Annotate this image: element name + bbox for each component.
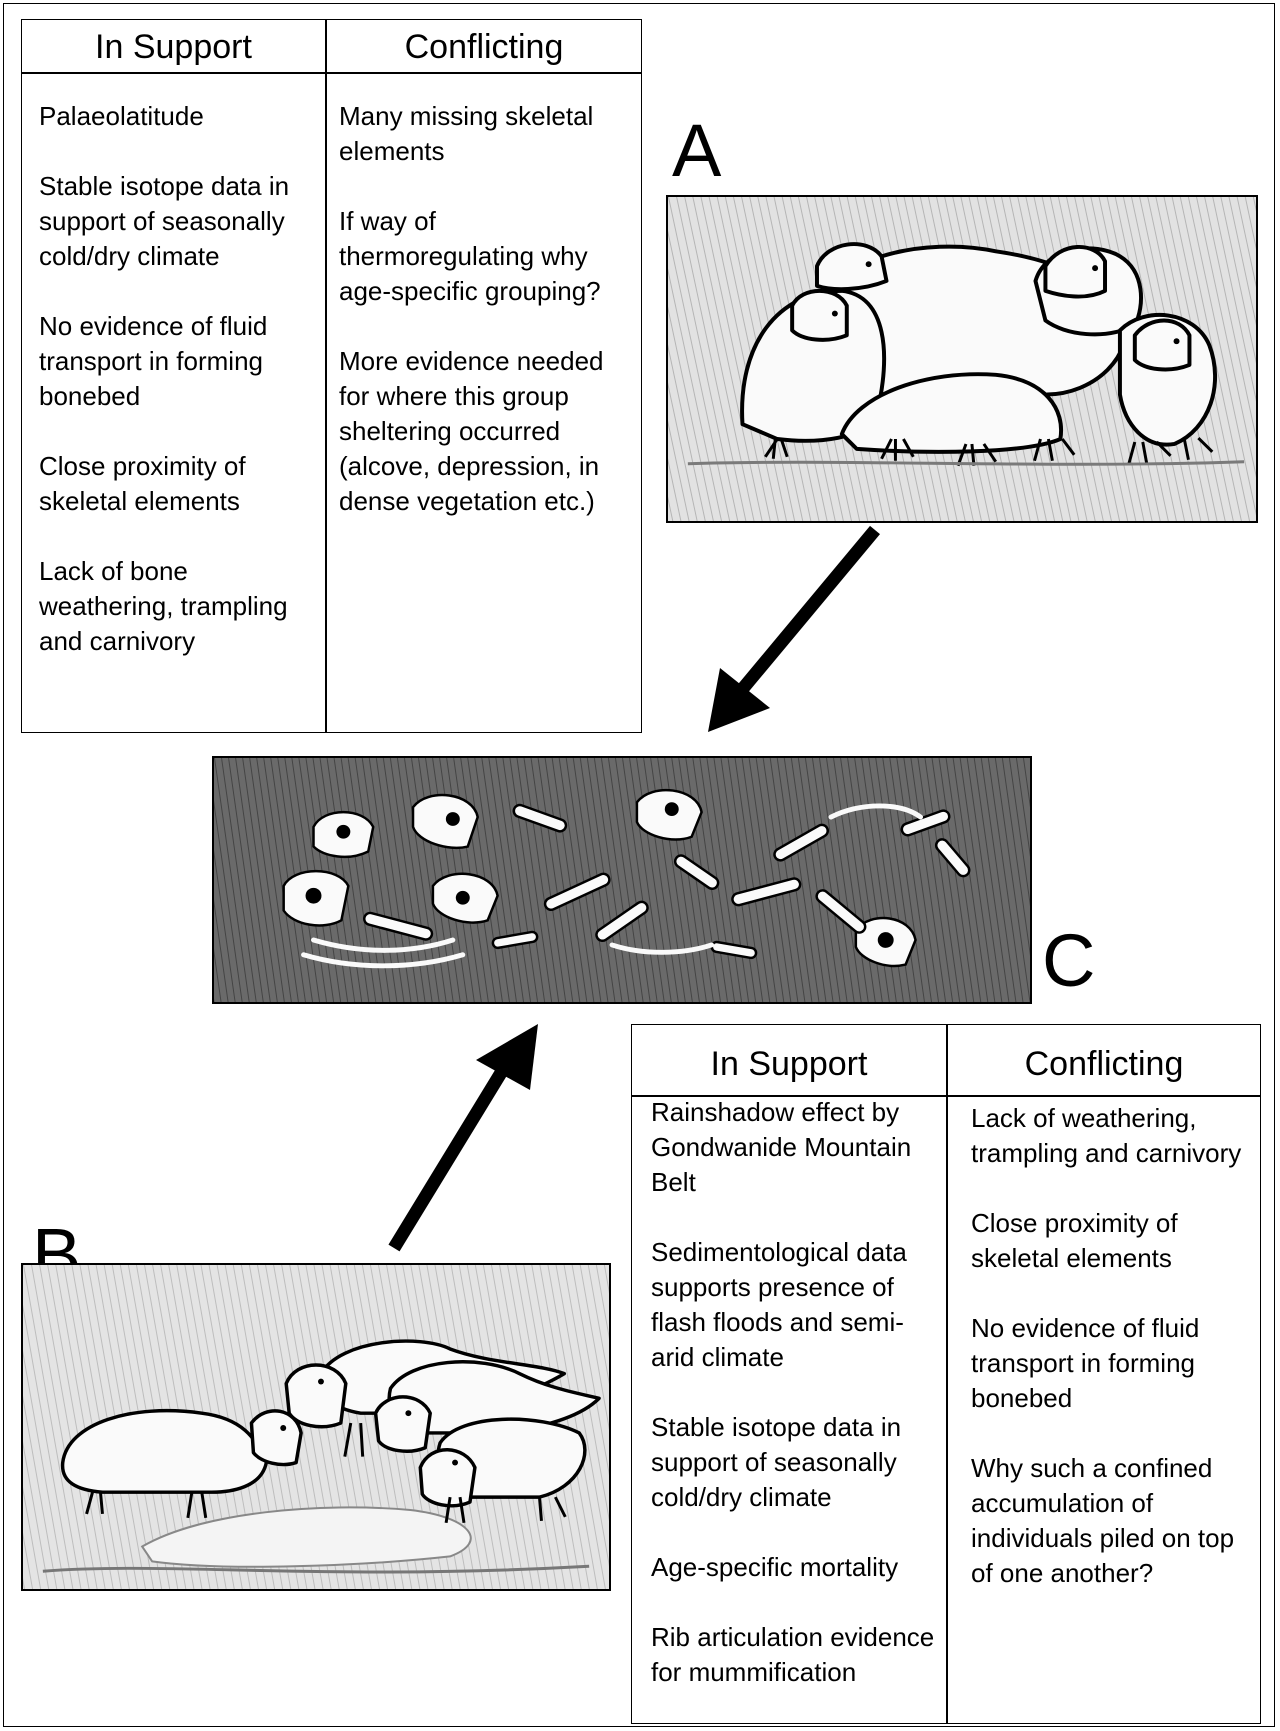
support-item: Close proximity of skeletal elements [39,451,246,516]
support-item: No evidence of fluid transport in formin… [39,311,268,411]
conflicting-item: Lack of weathering, trampling and carniv… [971,1103,1242,1168]
scenario-a-evidence-table: In Support Conflicting Palaeolatitude St… [21,19,642,733]
conflicting-item: More evidence needed for where this grou… [339,346,604,516]
header-divider [22,72,641,74]
huddle-sketch [668,197,1256,521]
panel-c-bonebed-illustration [212,756,1032,1004]
conflicting-item: Many missing skeletal elements [339,101,594,166]
label-a: A [672,109,722,192]
header-conflicting: Conflicting [404,28,564,66]
header-in-support: In Support [95,28,252,66]
support-list: Palaeolatitude Stable isotope data in su… [39,99,319,694]
conflicting-item: Close proximity of skeletal elements [971,1208,1178,1273]
scenario-b-evidence-table: In Support Conflicting Rainshadow effect… [631,1024,1261,1724]
panel-a-huddle-illustration [666,195,1258,523]
arrow-b-to-c [388,1024,538,1252]
support-item: Sedimentological data supports presence … [651,1237,907,1372]
conflicting-item: Why such a confined accumulation of indi… [971,1453,1235,1588]
column-divider [325,20,327,732]
support-item: Age-specific mortality [651,1552,899,1582]
support-item: Stable isotope data in support of season… [39,171,290,271]
conflicting-list: Many missing skeletal elements If way of… [339,99,629,554]
bonebed-sketch [214,758,1030,1002]
header-in-support: In Support [710,1045,868,1083]
support-item: Stable isotope data in support of season… [651,1412,902,1512]
header-conflicting: Conflicting [1024,1045,1184,1083]
arrow-a-to-c [708,525,880,732]
panel-b-waterhole-illustration [21,1263,611,1591]
support-item: Lack of bone weathering, trampling and c… [39,556,288,656]
figure-frame [3,3,1275,1727]
support-item: Rainshadow effect by Gondwanide Mountain… [651,1097,912,1197]
column-divider [946,1025,948,1723]
support-item: Palaeolatitude [39,101,204,131]
conflicting-list: Lack of weathering, trampling and carniv… [971,1101,1251,1626]
support-item: Rib articulation evidence for mummificat… [651,1622,935,1687]
conflicting-item: If way of thermoregulating why age-speci… [339,206,601,306]
waterhole-sketch [23,1265,609,1589]
conflicting-item: No evidence of fluid transport in formin… [971,1313,1200,1413]
label-c: C [1042,919,1096,1002]
support-list: Rainshadow effect by Gondwanide Mountain… [651,1095,943,1725]
